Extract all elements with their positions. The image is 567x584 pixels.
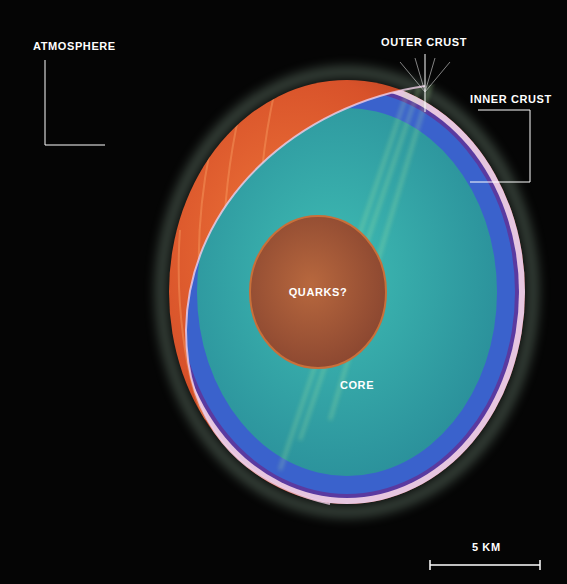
- leader-lines: [45, 54, 530, 182]
- scale-bar: [430, 560, 540, 570]
- region-label: QUARKS?: [289, 286, 348, 299]
- region-label: ATMOSPHERE: [33, 40, 116, 53]
- region-label: CORE: [340, 379, 374, 392]
- region-label: INNER CRUST: [470, 93, 552, 106]
- scale-label: 5 KM: [472, 541, 501, 554]
- region-label: OUTER CRUST: [381, 36, 467, 49]
